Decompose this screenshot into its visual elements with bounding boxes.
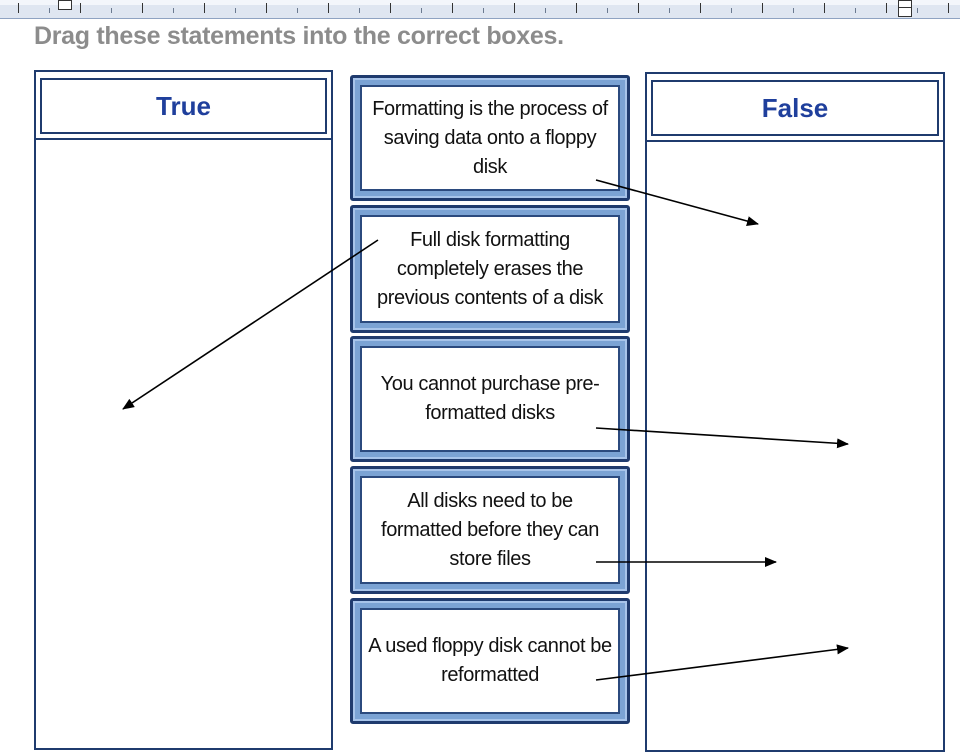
true-drop-zone[interactable]: True (34, 70, 333, 750)
ruler-tick (452, 3, 453, 13)
ruler-tick (607, 8, 608, 13)
false-heading: False (651, 80, 939, 136)
statement-text: All disks need to be formatted before th… (360, 476, 620, 584)
statement-card-5[interactable]: A used floppy disk cannot be reformatted (350, 598, 630, 724)
ruler-tick (142, 3, 143, 13)
ruler-tick (669, 8, 670, 13)
statement-text: You cannot purchase pre-formatted disks (360, 346, 620, 452)
ruler-tick (545, 8, 546, 13)
ruler-tick (328, 3, 329, 13)
ruler-tick (514, 3, 515, 13)
right-indent-marker[interactable] (898, 0, 912, 17)
ruler-tick (855, 8, 856, 13)
statement-text: Formatting is the process of saving data… (360, 85, 620, 191)
ruler-tick (421, 8, 422, 13)
ruler-tick (359, 8, 360, 13)
statement-card-3[interactable]: You cannot purchase pre-formatted disks (350, 336, 630, 462)
ruler-tick (235, 8, 236, 13)
instruction-text: Drag these statements into the correct b… (34, 22, 564, 50)
ruler[interactable] (0, 0, 960, 19)
statement-card-4[interactable]: All disks need to be formatted before th… (350, 466, 630, 594)
statement-text: A used floppy disk cannot be reformatted (360, 608, 620, 714)
ruler-tick (80, 3, 81, 13)
ruler-tick (638, 3, 639, 13)
false-divider (647, 140, 943, 142)
ruler-tick (731, 8, 732, 13)
ruler-tick (18, 3, 19, 13)
ruler-tick (297, 8, 298, 13)
ruler-tick (173, 8, 174, 13)
ruler-tick (204, 3, 205, 13)
false-drop-zone[interactable]: False (645, 72, 945, 752)
ruler-tick (700, 3, 701, 13)
ruler-tick (576, 3, 577, 13)
statement-text: Full disk formatting completely erases t… (360, 215, 620, 323)
true-divider (36, 138, 331, 140)
left-indent-marker[interactable] (58, 0, 72, 10)
statement-card-1[interactable]: Formatting is the process of saving data… (350, 75, 630, 201)
ruler-tick (390, 3, 391, 13)
ruler-margin-band (0, 0, 960, 5)
ruler-tick (886, 3, 887, 13)
ruler-tick (111, 8, 112, 13)
ruler-tick (49, 8, 50, 13)
ruler-tick (483, 8, 484, 13)
ruler-tick (762, 3, 763, 13)
ruler-tick (793, 8, 794, 13)
ruler-tick (948, 3, 949, 13)
true-heading: True (40, 78, 327, 134)
statement-card-2[interactable]: Full disk formatting completely erases t… (350, 205, 630, 333)
ruler-tick (824, 3, 825, 13)
ruler-tick (266, 3, 267, 13)
ruler-tick (917, 8, 918, 13)
